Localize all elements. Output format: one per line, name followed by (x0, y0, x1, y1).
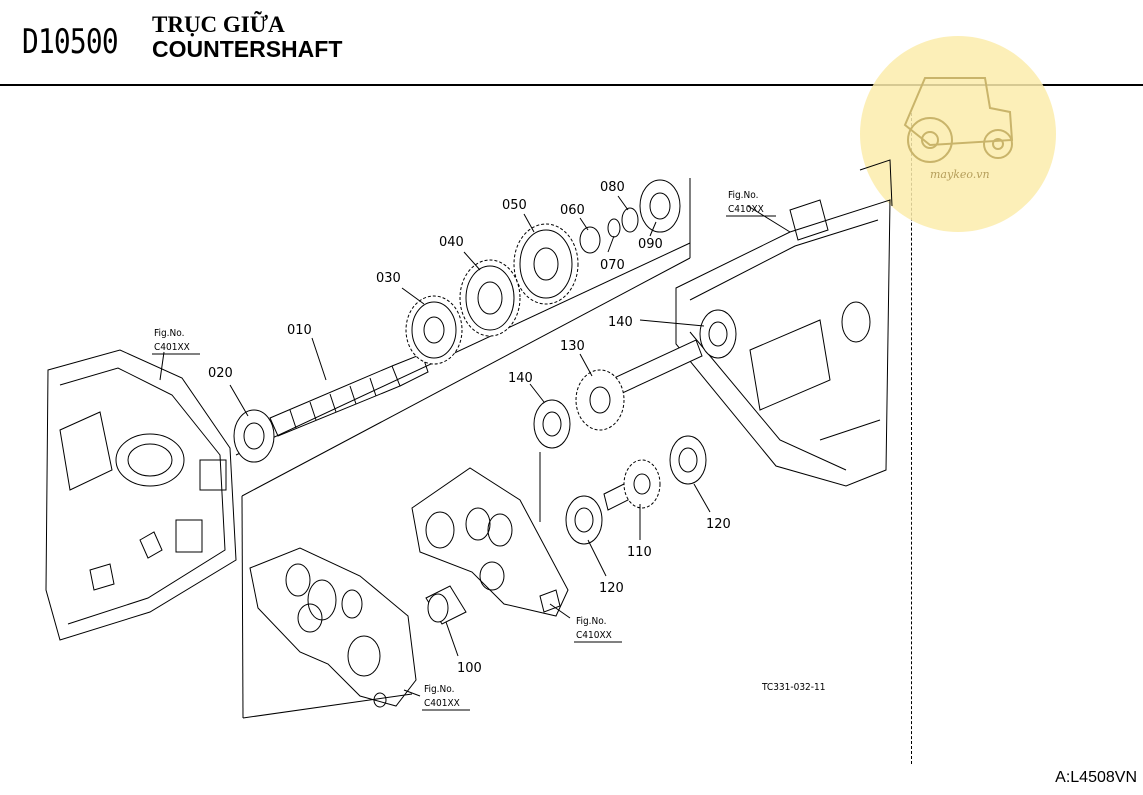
shaft-010 (269, 353, 429, 437)
small-parts-060-090 (579, 179, 681, 254)
title-vietnamese: TRỤC GIỮA (152, 12, 285, 37)
part-label-140-left: 140 (508, 371, 533, 386)
watermark-text: maykeo.vn (930, 168, 990, 181)
figref-center: Fig.No. C410XX (574, 616, 622, 643)
drawing-code: TC331-032-11 (761, 682, 825, 693)
title-english: COUNTERSHAFT (152, 36, 343, 62)
part-label-050: 050 (502, 198, 527, 213)
part-label-040: 040 (439, 235, 464, 250)
svg-text:Fig.No.: Fig.No. (154, 328, 184, 339)
page-code: A:L4508VN (1055, 769, 1137, 786)
gear-040 (459, 259, 521, 337)
center-plate (411, 467, 569, 617)
part-label-070: 070 (600, 258, 625, 273)
part-label-060: 060 (560, 203, 585, 218)
gear-050 (513, 223, 579, 305)
header-rule (0, 84, 1143, 86)
part-label-120-upper: 120 (706, 517, 731, 532)
figref-right-top: Fig.No. C410XX (726, 190, 776, 217)
watermark-logo: maykeo.vn (860, 36, 1056, 232)
svg-text:C410XX: C410XX (728, 204, 764, 215)
part-label-110: 110 (627, 545, 652, 560)
part-label-120-lower: 120 (599, 581, 624, 596)
gear-030 (405, 295, 463, 365)
part-group-code: D10500 (22, 22, 119, 62)
shaft-130 (533, 309, 737, 449)
boundary-lines (235, 178, 691, 719)
svg-text:Fig.No.: Fig.No. (424, 684, 454, 695)
part-label-140-right: 140 (608, 315, 633, 330)
svg-text:Fig.No.: Fig.No. (728, 190, 758, 201)
part-label-030: 030 (376, 271, 401, 286)
leader-lines (159, 195, 791, 697)
gear-110 (565, 435, 707, 545)
watermark-circle (860, 36, 1056, 232)
bottom-plate (249, 547, 417, 708)
left-housing (45, 349, 237, 641)
bushing-100 (425, 585, 467, 625)
svg-text:C410XX: C410XX (576, 630, 612, 641)
part-label-090: 090 (638, 237, 663, 252)
part-label-010: 010 (287, 323, 312, 338)
figref-left-top: Fig.No. C401XX (152, 328, 200, 355)
part-label-080: 080 (600, 180, 625, 195)
dashed-divider (911, 108, 912, 764)
right-housing (675, 159, 893, 487)
tractor-icon (903, 77, 1014, 163)
part-label-100: 100 (457, 661, 482, 676)
svg-text:C401XX: C401XX (154, 342, 190, 353)
figref-bottom: Fig.No. C401XX (422, 684, 470, 711)
bearing-020 (233, 409, 275, 463)
part-label-130: 130 (560, 339, 585, 354)
svg-text:Fig.No.: Fig.No. (576, 616, 606, 627)
part-label-020: 020 (208, 366, 233, 381)
svg-text:C401XX: C401XX (424, 698, 460, 709)
